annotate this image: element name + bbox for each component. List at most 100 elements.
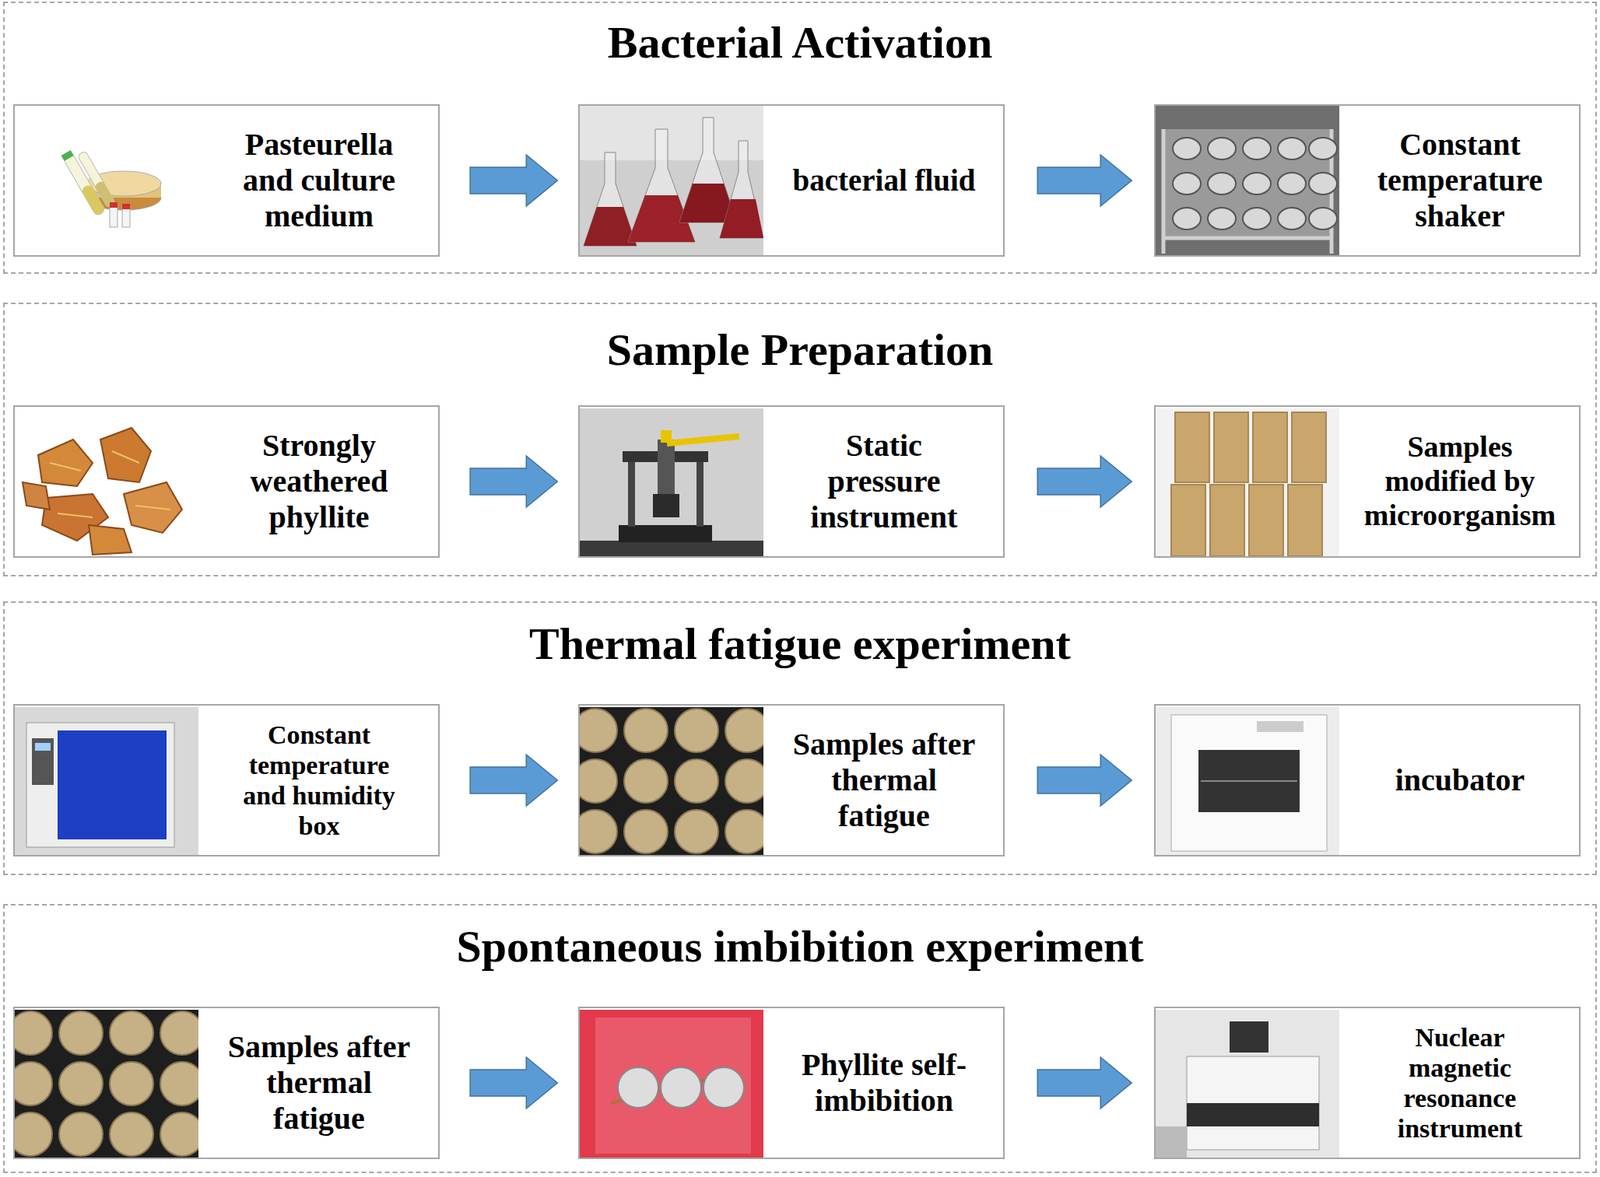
sample-photo	[579, 708, 618, 753]
flow-arrow	[470, 1057, 558, 1109]
incubator-photo	[1256, 721, 1304, 733]
box-label: Samples after thermal fatigue	[785, 726, 984, 835]
box-label: Samples after thermal fatigue	[220, 1029, 419, 1137]
shaker-photo	[1308, 137, 1337, 160]
process-box: Pasteurella and culture medium	[13, 104, 440, 257]
culture-photo	[109, 202, 118, 208]
flow-arrow	[470, 456, 558, 508]
process-box: Samples after thermal fatigue	[578, 704, 1005, 857]
cylinder-photo	[1210, 484, 1245, 557]
box-label: bacterial fluid	[792, 163, 976, 199]
sample-photo	[109, 1011, 154, 1056]
rock-photo	[88, 525, 132, 555]
rock-photo	[14, 408, 199, 558]
sample-photo	[160, 1112, 199, 1157]
box-text-area: Phyllite self-imbibition	[764, 1008, 1004, 1158]
shaker-photo	[1277, 137, 1306, 160]
cylinder-photo	[1287, 484, 1323, 557]
shaker-photo	[1308, 207, 1337, 230]
shaker-photo	[1277, 172, 1306, 195]
sample-photo	[579, 708, 764, 854]
shaker-photo	[1242, 207, 1271, 230]
sample-photo	[674, 708, 719, 753]
process-box: Constant temperature shaker	[1154, 104, 1581, 257]
box-text-area: Nuclear magnetic resonance instrument	[1340, 1008, 1579, 1158]
shaker-photo	[1163, 129, 1332, 239]
chamber-photo	[26, 722, 175, 848]
shaker-photo	[1277, 207, 1306, 230]
sample-photo	[59, 1011, 103, 1056]
sample-photo	[725, 708, 764, 753]
dashed-section: Spontaneous imbibition experimentSamples…	[3, 904, 1597, 1174]
culture-photo	[122, 203, 130, 210]
process-box: Nuclear magnetic resonance instrument	[1154, 1007, 1581, 1160]
flow-arrow	[470, 754, 558, 807]
box-label: Nuclear magnetic resonance instrument	[1382, 1022, 1538, 1144]
process-box: bacterial fluid	[578, 104, 1005, 257]
sample-photo	[624, 759, 668, 804]
flow-arrow	[1037, 456, 1132, 508]
box-text-area: Pasteurella and culture medium	[200, 105, 439, 256]
box-label: Pasteurella and culture medium	[221, 126, 417, 235]
press-photo	[657, 439, 675, 495]
chamber-photo	[31, 738, 54, 786]
box-text-area: Samples modified by microorganism	[1340, 407, 1579, 557]
flask-photo	[579, 105, 764, 256]
section-title: Sample Preparation	[4, 324, 1596, 377]
shaker-photo	[1155, 105, 1340, 256]
box-label: incubator	[1395, 762, 1526, 799]
culture-photo	[109, 205, 118, 228]
box-text-area: Samples after thermal fatigue	[764, 705, 1004, 856]
shaker-photo	[1155, 105, 1340, 256]
box-text-area: Strongly weathered phyllite	[200, 407, 439, 557]
cylinder-photo	[1155, 408, 1340, 558]
nmr-photo	[1186, 1103, 1320, 1127]
sample-photo	[579, 759, 618, 804]
incubator-photo	[1198, 750, 1300, 813]
flow-arrow	[1037, 754, 1132, 807]
flask-photo	[628, 129, 695, 243]
culture-photo	[77, 150, 116, 209]
sample-photo	[109, 1112, 154, 1157]
dashed-section: Bacterial ActivationPasteurella and cult…	[3, 1, 1597, 274]
shaker-photo	[1308, 172, 1337, 195]
box-label: Constant temperature shaker	[1350, 126, 1569, 235]
imbibition-photo	[579, 1010, 764, 1160]
sample-photo	[109, 1062, 154, 1106]
press-photo	[618, 525, 713, 543]
incubator-photo	[1171, 715, 1327, 852]
culture-photo	[14, 105, 199, 256]
process-box: Samples modified by microorganism	[1154, 405, 1581, 558]
shaker-photo	[1172, 172, 1201, 195]
cylinder-photo	[1171, 412, 1327, 557]
rock-photo	[49, 463, 81, 471]
sample-photo	[160, 1011, 199, 1056]
shaker-photo	[1207, 137, 1236, 160]
incubator-photo	[1200, 780, 1298, 783]
shaker-photo	[1163, 236, 1332, 241]
rock-photo	[22, 482, 50, 510]
sample-photo	[725, 759, 764, 804]
shaker-photo	[1172, 137, 1201, 160]
box-label: Constant temperature and humidity box	[235, 719, 404, 842]
cylinder-photo	[1155, 408, 1340, 558]
section-title: Bacterial Activation	[4, 17, 1596, 70]
sample-photo	[624, 708, 668, 753]
rock-photo	[22, 428, 183, 555]
shaker-photo	[1242, 137, 1271, 160]
chamber-photo	[14, 707, 199, 857]
box-text-area: Static pressure instrument	[764, 407, 1004, 557]
box-label: Static pressure instrument	[794, 428, 974, 536]
nmr-photo	[1229, 1021, 1269, 1053]
rock-photo	[135, 505, 171, 510]
press-photo	[579, 408, 764, 558]
process-box: incubator	[1154, 704, 1581, 857]
culture-photo	[14, 105, 199, 256]
sample-photo	[14, 1062, 53, 1106]
box-label: Samples modified by microorganism	[1354, 430, 1565, 533]
rock-photo	[38, 439, 93, 487]
incubator-photo	[1155, 707, 1340, 857]
cylinder-photo	[1214, 412, 1249, 483]
culture-photo	[122, 207, 130, 228]
